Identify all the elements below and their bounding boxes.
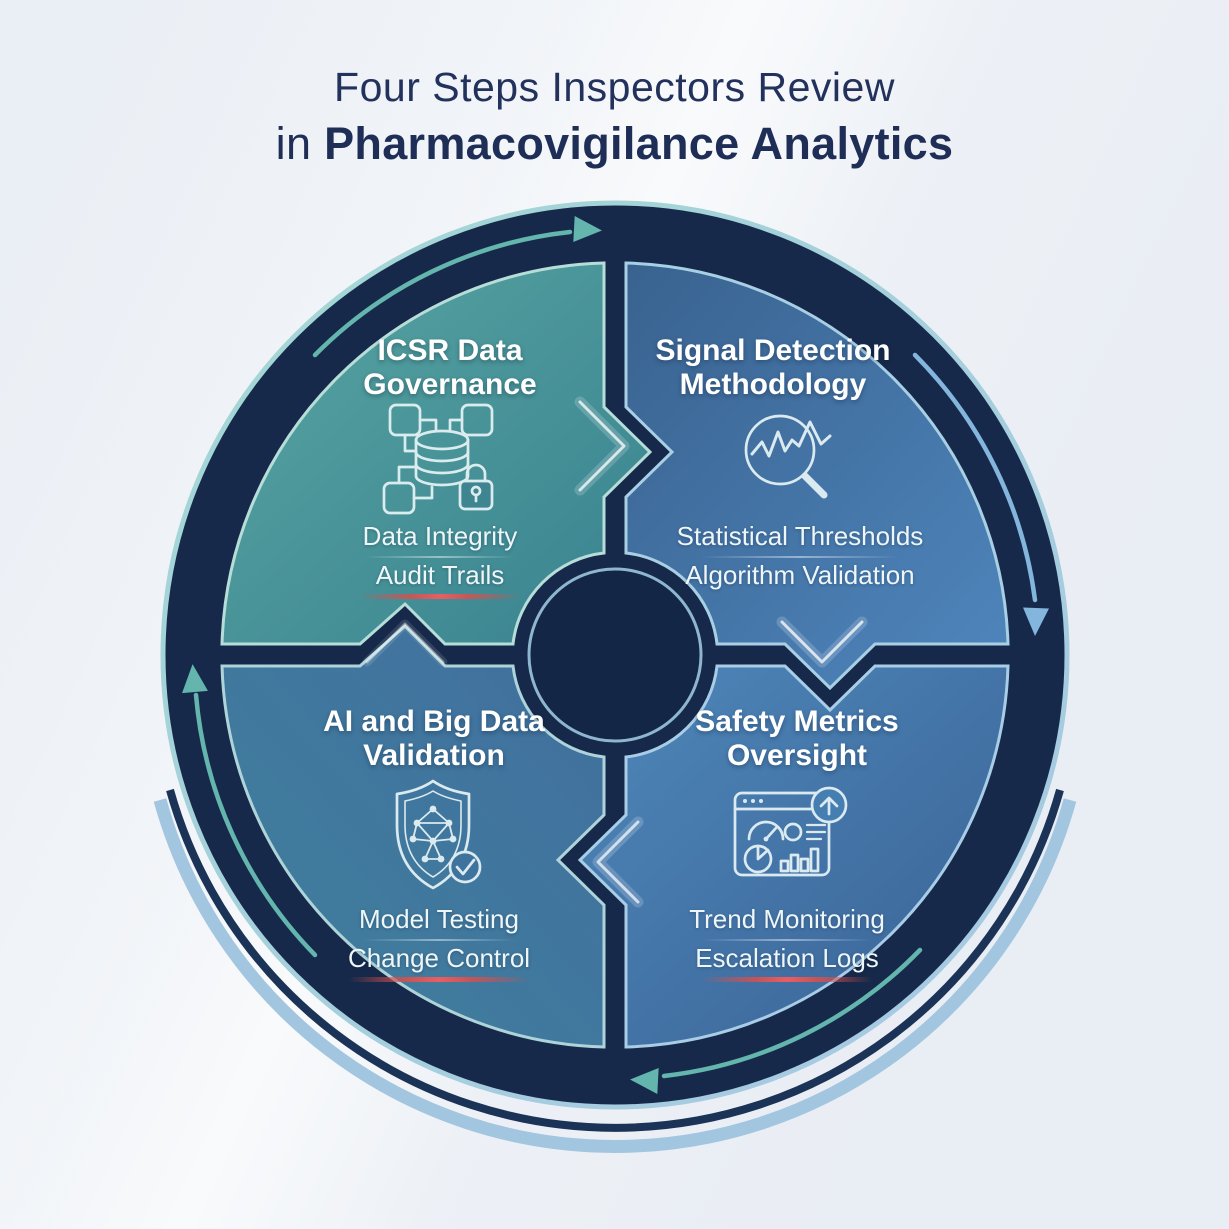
arrow-right-clockwise-icon [912,352,1049,636]
icsr-item-data-integrity: Data Integrity [362,521,518,551]
divider [365,556,515,558]
shield-neural-network-check-icon [395,779,482,890]
safety-item-trend-monitoring: Trend Monitoring [689,904,885,934]
database-network-lock-icon [382,403,494,515]
signal-item-statistical-thresholds: Statistical Thresholds [676,521,924,551]
signal-item-algorithm-validation: Algorithm Validation [685,560,915,590]
quadrant-signal-detection [624,261,1010,691]
title-line2: in Pharmacovigilance Analytics [0,118,1229,170]
divider [700,556,900,558]
quadrant-heading-ai: AI and Big Data Validation [323,705,545,772]
title-line2-prefix: in [275,118,325,169]
safety-item-escalation-logs: Escalation Logs [695,943,879,973]
ring-outer-edge [160,200,1070,1110]
chevron-glow-left-icon [592,816,644,908]
icsr-item-audit-trails: Audit Trails [375,560,505,590]
outer-lightblue-arc [153,798,1077,1153]
ai-item-change-control: Change Control [347,943,531,973]
accent-underline [702,977,872,982]
chevron-glow-down-icon [776,616,868,668]
page-title: Four Steps Inspectors Review in Pharmaco… [0,64,1229,170]
arrow-bottom-clockwise-icon [630,947,923,1094]
ai-item-model-testing: Model Testing [359,904,519,934]
divider [364,939,514,941]
chevron-glow-right-icon [574,396,630,496]
quadrant-heading-signal: Signal Detection Methodology [655,334,891,401]
magnifier-trendline-icon [744,414,832,499]
outer-navy-arc [166,788,1064,1132]
quadrant-heading-safety: Safety Metrics Oversight [695,705,899,772]
accent-underline [360,594,520,599]
divider [702,939,872,941]
dashboard-gauge-charts-icon [733,786,848,877]
title-line1: Four Steps Inspectors Review [334,64,895,110]
title-line2-emphasis: Pharmacovigilance Analytics [324,118,954,169]
arrow-left-clockwise-icon [182,664,318,958]
quadrant-heading-icsr: ICSR Data Governance [363,334,537,401]
chevron-glow-up-icon [362,619,448,667]
arrow-top-clockwise-icon [312,216,602,358]
quadrant-icsr-data-governance [220,261,653,646]
quadrant-safety-metrics [577,664,1010,1049]
accent-underline [349,977,529,982]
center-hub [527,567,703,743]
